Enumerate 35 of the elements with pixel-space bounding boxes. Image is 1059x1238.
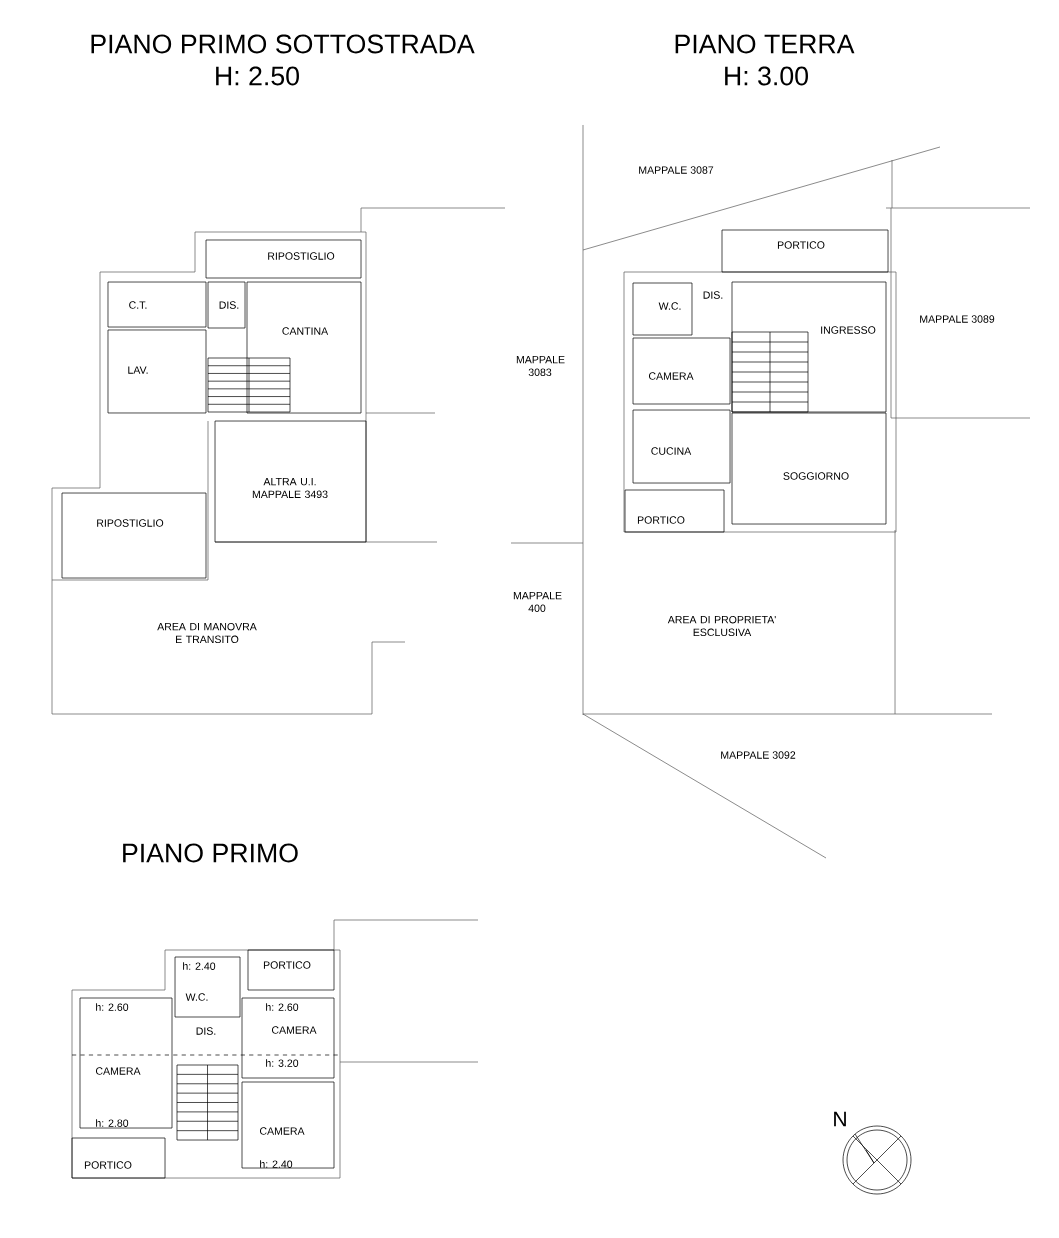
- room-box: SOGGIORNO: [731, 412, 887, 525]
- room-box: CAMERA h: 2.40: [241, 1081, 335, 1169]
- floor-heading: PIANO TERRA: [675, 34, 855, 54]
- north-label: N: [834, 1111, 846, 1127]
- area-label: MAPPALE 400: [513, 592, 562, 612]
- area-label: MAPPALE 3089: [920, 315, 995, 323]
- floor-heading: PIANO PRIMO SOTTOSTRADA: [91, 34, 475, 54]
- room-box: INGRESSO: [731, 281, 887, 413]
- room-box: DIS.: [207, 281, 246, 329]
- room-box: LAV.: [107, 329, 207, 414]
- room-box: C.T.: [107, 281, 207, 328]
- room-box: RIPOSTIGLIO: [61, 492, 207, 579]
- room-box: h: 2.40 W.C.: [174, 956, 241, 1018]
- floor-heading: H: 2.50: [216, 66, 299, 86]
- room-box: CAMERA: [632, 337, 731, 405]
- room-box: CUCINA: [632, 409, 731, 484]
- room-box: CANTINA: [246, 281, 362, 414]
- room-box: h: 2.60 CAMERA h: 3.20: [241, 997, 335, 1079]
- room-box: h: 2.60 CAMERA h: 2.80: [79, 997, 173, 1129]
- area-label: DIS.: [703, 291, 723, 299]
- room-box: W.C.: [632, 282, 693, 336]
- area-label: MAPPALE 3092: [721, 751, 796, 759]
- area-label: MAPPALE 3083: [516, 356, 565, 376]
- area-label: DIS.: [196, 1027, 216, 1035]
- area-label: AREA DI MANOVRA E TRANSITO: [157, 622, 257, 644]
- area-label: MAPPALE 3087: [639, 166, 714, 174]
- floor-heading: PIANO PRIMO: [123, 843, 298, 863]
- floor-heading: H: 3.00: [725, 66, 808, 86]
- room-box: RIPOSTIGLIO: [205, 239, 362, 279]
- room-box: PORTICO: [624, 489, 725, 533]
- room-box: PORTICO: [71, 1137, 166, 1179]
- area-label: AREA DI PROPRIETA' ESCLUSIVA: [667, 615, 776, 637]
- room-box: PORTICO: [721, 229, 889, 273]
- room-box: ALTRA U.I. MAPPALE 3493: [214, 420, 367, 543]
- room-box: PORTICO: [247, 949, 335, 991]
